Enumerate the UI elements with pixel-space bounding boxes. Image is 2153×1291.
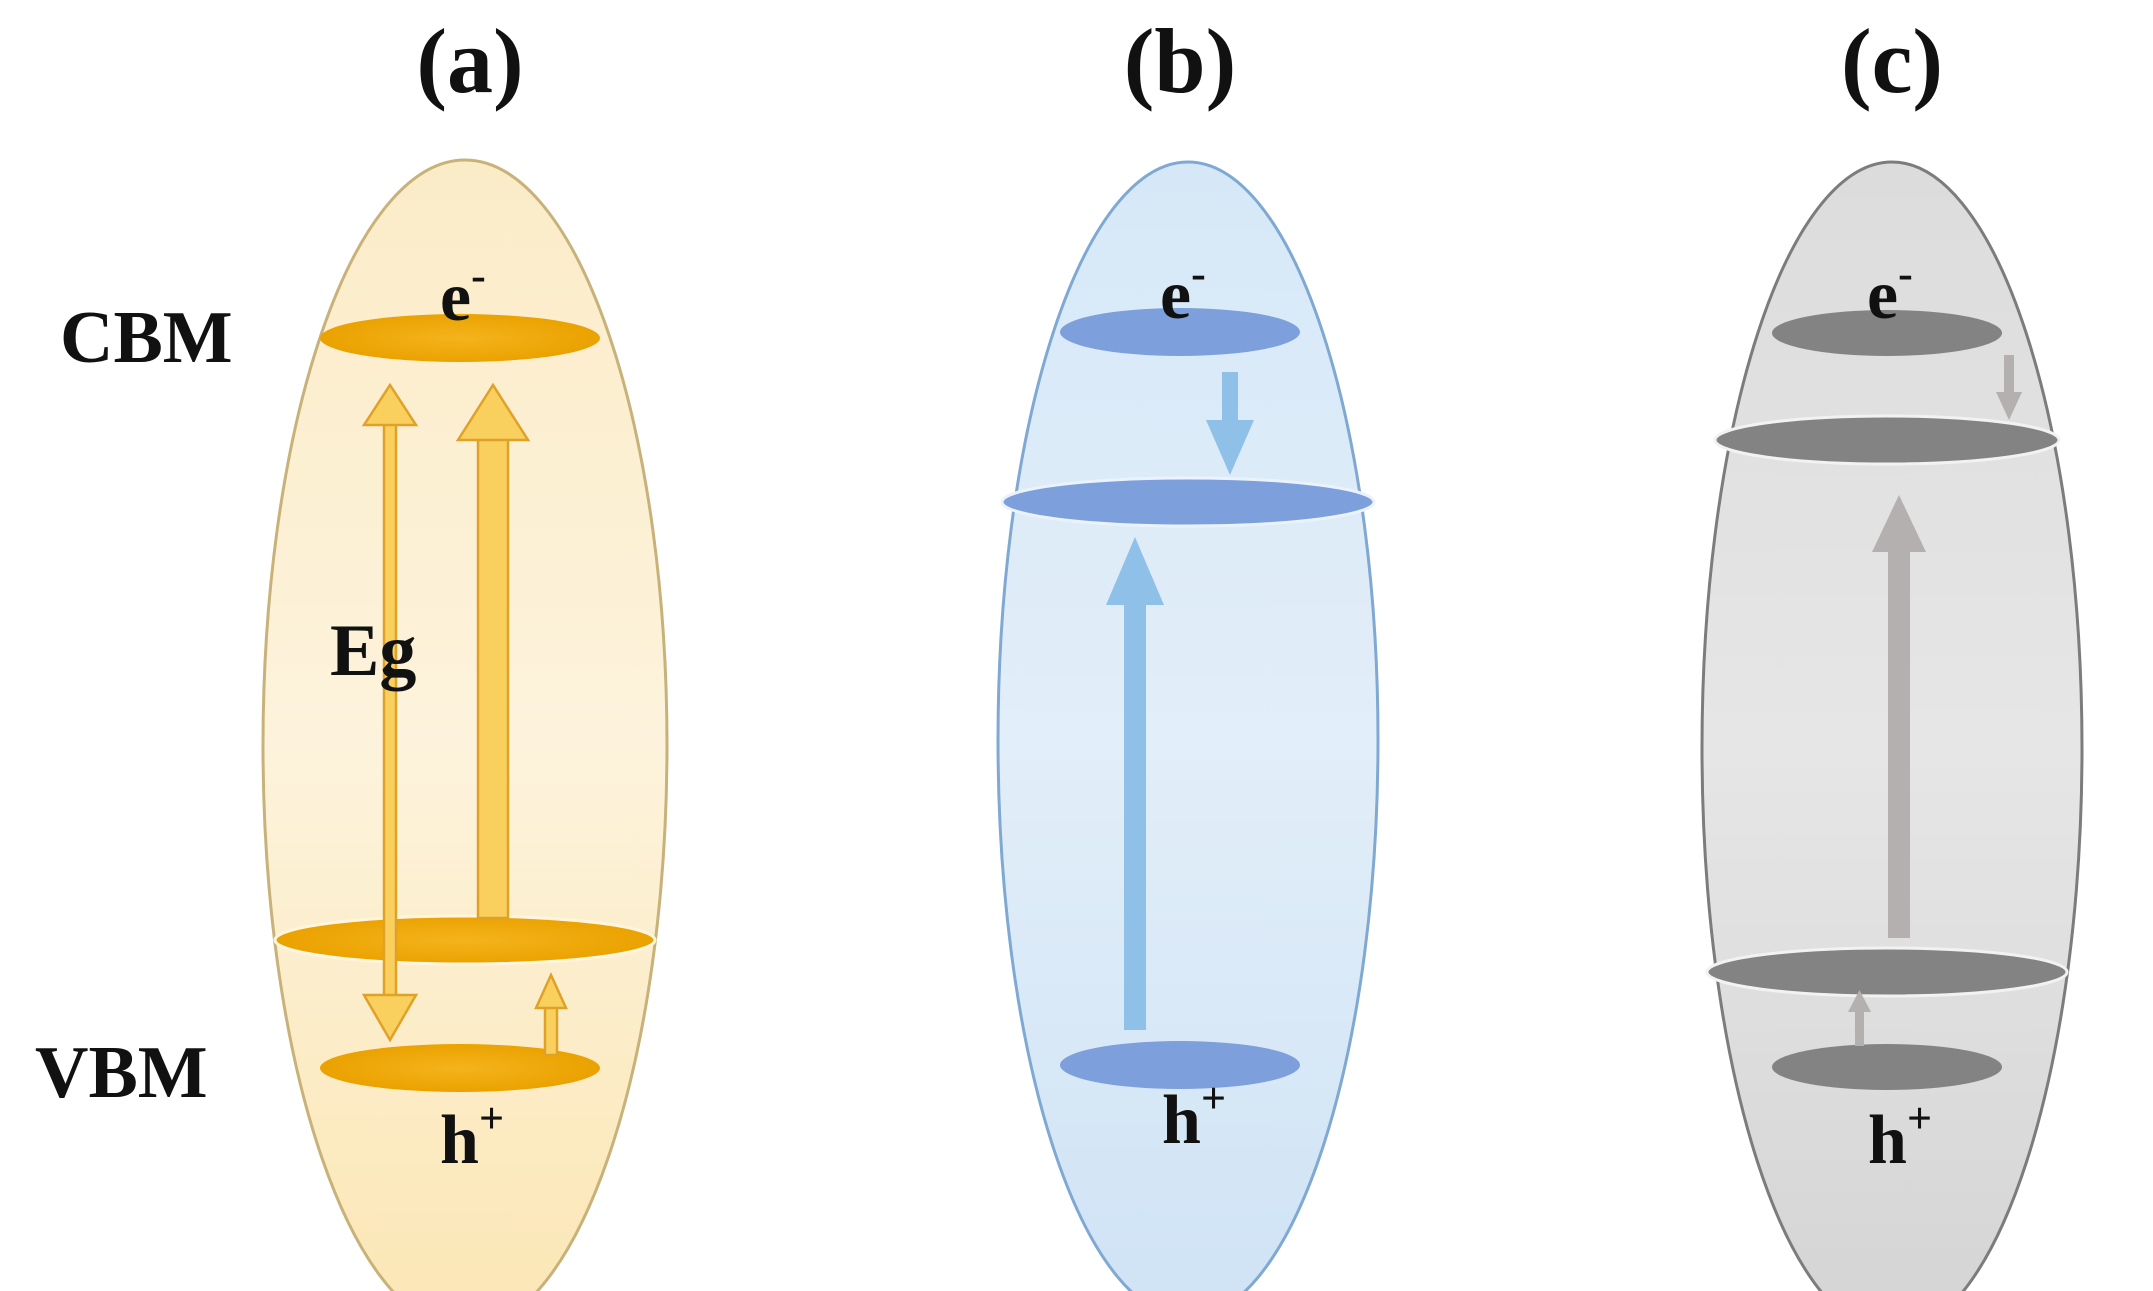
panel-b-trap-level	[1000, 476, 1376, 528]
panel-c-upper-trap-level	[1713, 414, 2061, 466]
panel-b: (b) e- h+	[996, 10, 1380, 1291]
panel-a-cbm-level	[320, 314, 600, 362]
panel-b-electron-symbol: e	[1160, 257, 1191, 334]
panel-c-down-arrow	[1996, 355, 2022, 420]
panel-c-up-arrow-large	[1872, 495, 1926, 938]
panel-a-eg-label: Eg	[330, 610, 416, 692]
panel-c-cbm-level	[1772, 310, 2002, 356]
panel-a-up-arrow-small	[534, 971, 568, 1057]
panel-b-cbm-level	[1060, 308, 1300, 356]
panel-c-electron-charge: -	[1898, 249, 1913, 298]
panel-a-bandgap-arrow	[361, 382, 419, 1043]
panel-a-electron: e-	[440, 251, 486, 336]
panel-c: (c) e- h+	[1700, 10, 2084, 1291]
panel-a-defect-level	[273, 914, 657, 966]
panel-b-hole-symbol: h	[1162, 1082, 1201, 1159]
panel-c-vbm-level	[1772, 1044, 2002, 1090]
panel-b-down-arrow	[1206, 372, 1254, 475]
panel-c-electron: e-	[1867, 249, 1913, 334]
panel-b-electron-charge: -	[1191, 249, 1206, 298]
panel-a-electron-charge: -	[471, 251, 486, 300]
panel-b-vbm-level	[1060, 1041, 1300, 1089]
panel-c-hole-charge: +	[1907, 1094, 1932, 1143]
panel-a-electron-symbol: e	[440, 259, 471, 336]
panel-a-hole-symbol: h	[440, 1102, 479, 1179]
panel-b-up-arrow	[1106, 537, 1164, 1030]
panel-a-title: (a)	[416, 10, 523, 112]
panel-b-electron: e-	[1160, 249, 1206, 334]
panel-b-title: (b)	[1124, 10, 1236, 112]
panel-b-cell	[996, 160, 1380, 1291]
panel-b-hole: h+	[1162, 1074, 1226, 1159]
panel-a-up-arrow-large	[455, 382, 531, 920]
panel-c-electron-symbol: e	[1867, 257, 1898, 334]
panel-c-hole-symbol: h	[1868, 1102, 1907, 1179]
panel-a: (a) CBM VBM Eg e- h+	[35, 10, 669, 1291]
panel-c-title: (c)	[1841, 10, 1943, 112]
panel-a-vbm-label: VBM	[35, 1032, 208, 1114]
panel-a-vbm-level	[320, 1044, 600, 1092]
panel-a-hole-charge: +	[479, 1094, 504, 1143]
panel-c-hole: h+	[1868, 1094, 1932, 1179]
panel-a-cbm-label: CBM	[60, 297, 233, 379]
panel-b-hole-charge: +	[1201, 1074, 1226, 1123]
panel-c-lower-trap-level	[1705, 946, 2069, 998]
panel-a-hole: h+	[440, 1094, 504, 1179]
panel-c-up-arrow-small	[1848, 990, 1871, 1046]
